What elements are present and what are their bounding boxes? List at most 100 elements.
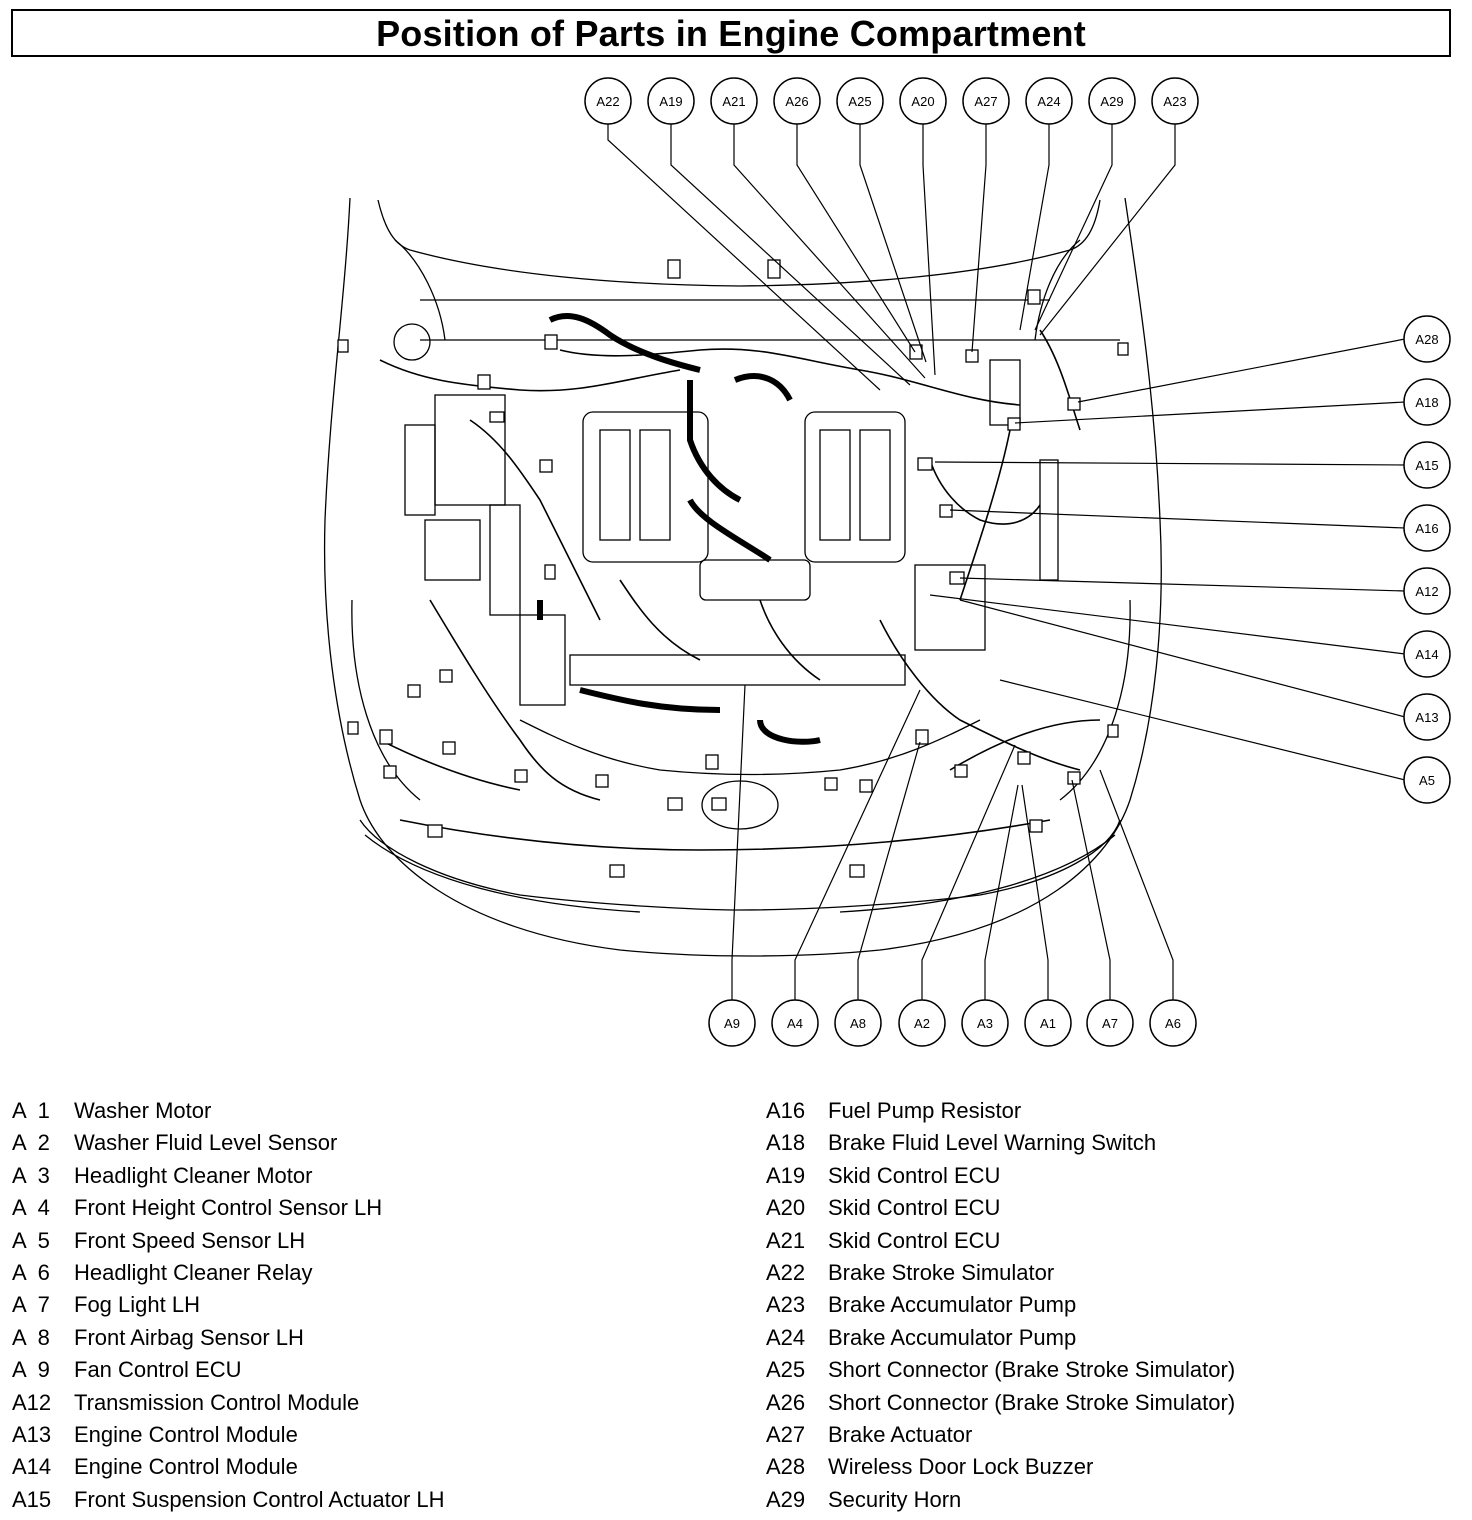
legend-code: A 6 — [12, 1259, 50, 1285]
legend-row: A 6 Headlight Cleaner Relay — [12, 1257, 445, 1289]
legend-code: A 9 — [12, 1357, 50, 1383]
callouts-bottom: A9 A4 A8 A2 A3 A1 A7 A6 — [708, 999, 1197, 1047]
callout-label: A2 — [914, 1016, 930, 1031]
legend-name: Brake Actuator — [828, 1421, 973, 1447]
legend-code: A 3 — [12, 1162, 50, 1188]
callout-label: A1 — [1040, 1016, 1056, 1031]
engine-blocks — [393, 299, 1120, 706]
engine-compartment-diagram: A22 A19 A21 A26 A25 A20 A27 A24 A29 A23 … — [323, 77, 1451, 1047]
callouts-right: A28 A18 A15 A16 A12 A14 A13 A5 — [1403, 315, 1451, 804]
legend-row: A24 Brake Accumulator Pump — [766, 1322, 1235, 1354]
callout-label: A7 — [1102, 1016, 1118, 1031]
callout-label: A6 — [1165, 1016, 1181, 1031]
callout-a22: A22 — [584, 77, 632, 125]
callout-a27: A27 — [962, 77, 1010, 125]
legend-code: A24 — [766, 1324, 806, 1350]
legend-name: Headlight Cleaner Relay — [74, 1259, 313, 1285]
legend-right: A16 Fuel Pump Resistor A18 Brake Fluid Lev… — [766, 1095, 1235, 1516]
callout-label: A13 — [1415, 710, 1438, 725]
legend-name: Skid Control ECU — [828, 1227, 1001, 1253]
callout-label: A4 — [787, 1016, 803, 1031]
callout-label: A3 — [977, 1016, 993, 1031]
callout-a8: A8 — [834, 999, 882, 1047]
legend-name: Skid Control ECU — [828, 1162, 1001, 1188]
legend-code: A 8 — [12, 1324, 50, 1350]
legend-name: Washer Motor — [74, 1098, 212, 1123]
callout-a15: A15 — [1403, 441, 1451, 489]
callout-a12: A12 — [1403, 567, 1451, 615]
callout-a21: A21 — [710, 77, 758, 125]
callout-label: A22 — [596, 94, 619, 109]
callout-a9: A9 — [708, 999, 756, 1047]
callout-label: A29 — [1100, 94, 1123, 109]
legend-name: Fuel Pump Resistor — [828, 1098, 1022, 1123]
legend-name: Short Connector (Brake Stroke Simulator) — [828, 1389, 1236, 1415]
callout-label: A28 — [1415, 332, 1438, 347]
legend-code: A20 — [766, 1195, 806, 1221]
legend-row: A27 Brake Actuator — [766, 1419, 1235, 1451]
legend-code: A18 — [766, 1130, 806, 1156]
legend-code: A15 — [12, 1486, 52, 1512]
legend-name: Front Height Control Sensor LH — [74, 1195, 383, 1221]
title-box: Position of Parts in Engine Compartment — [11, 9, 1451, 57]
legend-row: A16 Fuel Pump Resistor — [766, 1095, 1235, 1127]
legend-code: A 5 — [12, 1227, 50, 1253]
legend-row: A14 Engine Control Module — [12, 1451, 445, 1483]
legend-name: Washer Fluid Level Sensor — [74, 1130, 338, 1156]
legend-name: Brake Fluid Level Warning Switch — [828, 1130, 1157, 1156]
page-title: Position of Parts in Engine Compartment — [376, 13, 1086, 54]
callout-a1: A1 — [1024, 999, 1072, 1047]
legend-name: Short Connector (Brake Stroke Simulator) — [828, 1357, 1236, 1383]
callout-label: A8 — [850, 1016, 866, 1031]
legend-code: A 2 — [12, 1130, 50, 1156]
callout-a24: A24 — [1025, 77, 1073, 125]
heavy-harness — [537, 313, 821, 745]
callout-a25: A25 — [836, 77, 884, 125]
legend-name: Headlight Cleaner Motor — [74, 1162, 313, 1188]
legend-code: A 7 — [12, 1292, 50, 1318]
callout-a2: A2 — [898, 999, 946, 1047]
callout-label: A19 — [659, 94, 682, 109]
callouts-top: A22 A19 A21 A26 A25 A20 A27 A24 A29 A23 — [584, 77, 1199, 125]
callout-a16: A16 — [1403, 504, 1451, 552]
callout-a28: A28 — [1403, 315, 1451, 363]
legend-name: Engine Control Module — [74, 1454, 298, 1480]
callout-a4: A4 — [771, 999, 819, 1047]
callout-label: A12 — [1415, 584, 1438, 599]
legend-row: A 3 Headlight Cleaner Motor — [12, 1160, 445, 1192]
legend-name: Brake Accumulator Pump — [828, 1324, 1077, 1350]
callout-a5: A5 — [1403, 756, 1451, 804]
callout-a29: A29 — [1088, 77, 1136, 125]
legend-code: A21 — [766, 1227, 806, 1253]
legend-code: A27 — [766, 1421, 806, 1447]
callout-a3: A3 — [961, 999, 1009, 1047]
legend-name: Brake Stroke Simulator — [828, 1259, 1055, 1285]
callout-label: A23 — [1163, 94, 1186, 109]
leader-lines — [607, 124, 1406, 1000]
legend-code: A16 — [766, 1098, 806, 1123]
legend-row: A12 Transmission Control Module — [12, 1387, 445, 1419]
legend-code: A14 — [12, 1454, 52, 1480]
callout-label: A27 — [974, 94, 997, 109]
legend-code: A29 — [766, 1486, 806, 1512]
legend-name: Transmission Control Module — [74, 1389, 360, 1415]
legend-code: A19 — [766, 1162, 806, 1188]
car-body-outline — [323, 197, 1162, 957]
connectors — [337, 259, 1129, 878]
callout-a6: A6 — [1149, 999, 1197, 1047]
callout-label: A21 — [722, 94, 745, 109]
legend-code: A13 — [12, 1421, 52, 1447]
legend-name: Wireless Door Lock Buzzer — [828, 1454, 1094, 1480]
legend-name: Fan Control ECU — [74, 1357, 242, 1383]
legend-code: A28 — [766, 1454, 806, 1480]
callout-a19: A19 — [647, 77, 695, 125]
callout-label: A5 — [1419, 773, 1435, 788]
legend-code: A12 — [12, 1389, 52, 1415]
